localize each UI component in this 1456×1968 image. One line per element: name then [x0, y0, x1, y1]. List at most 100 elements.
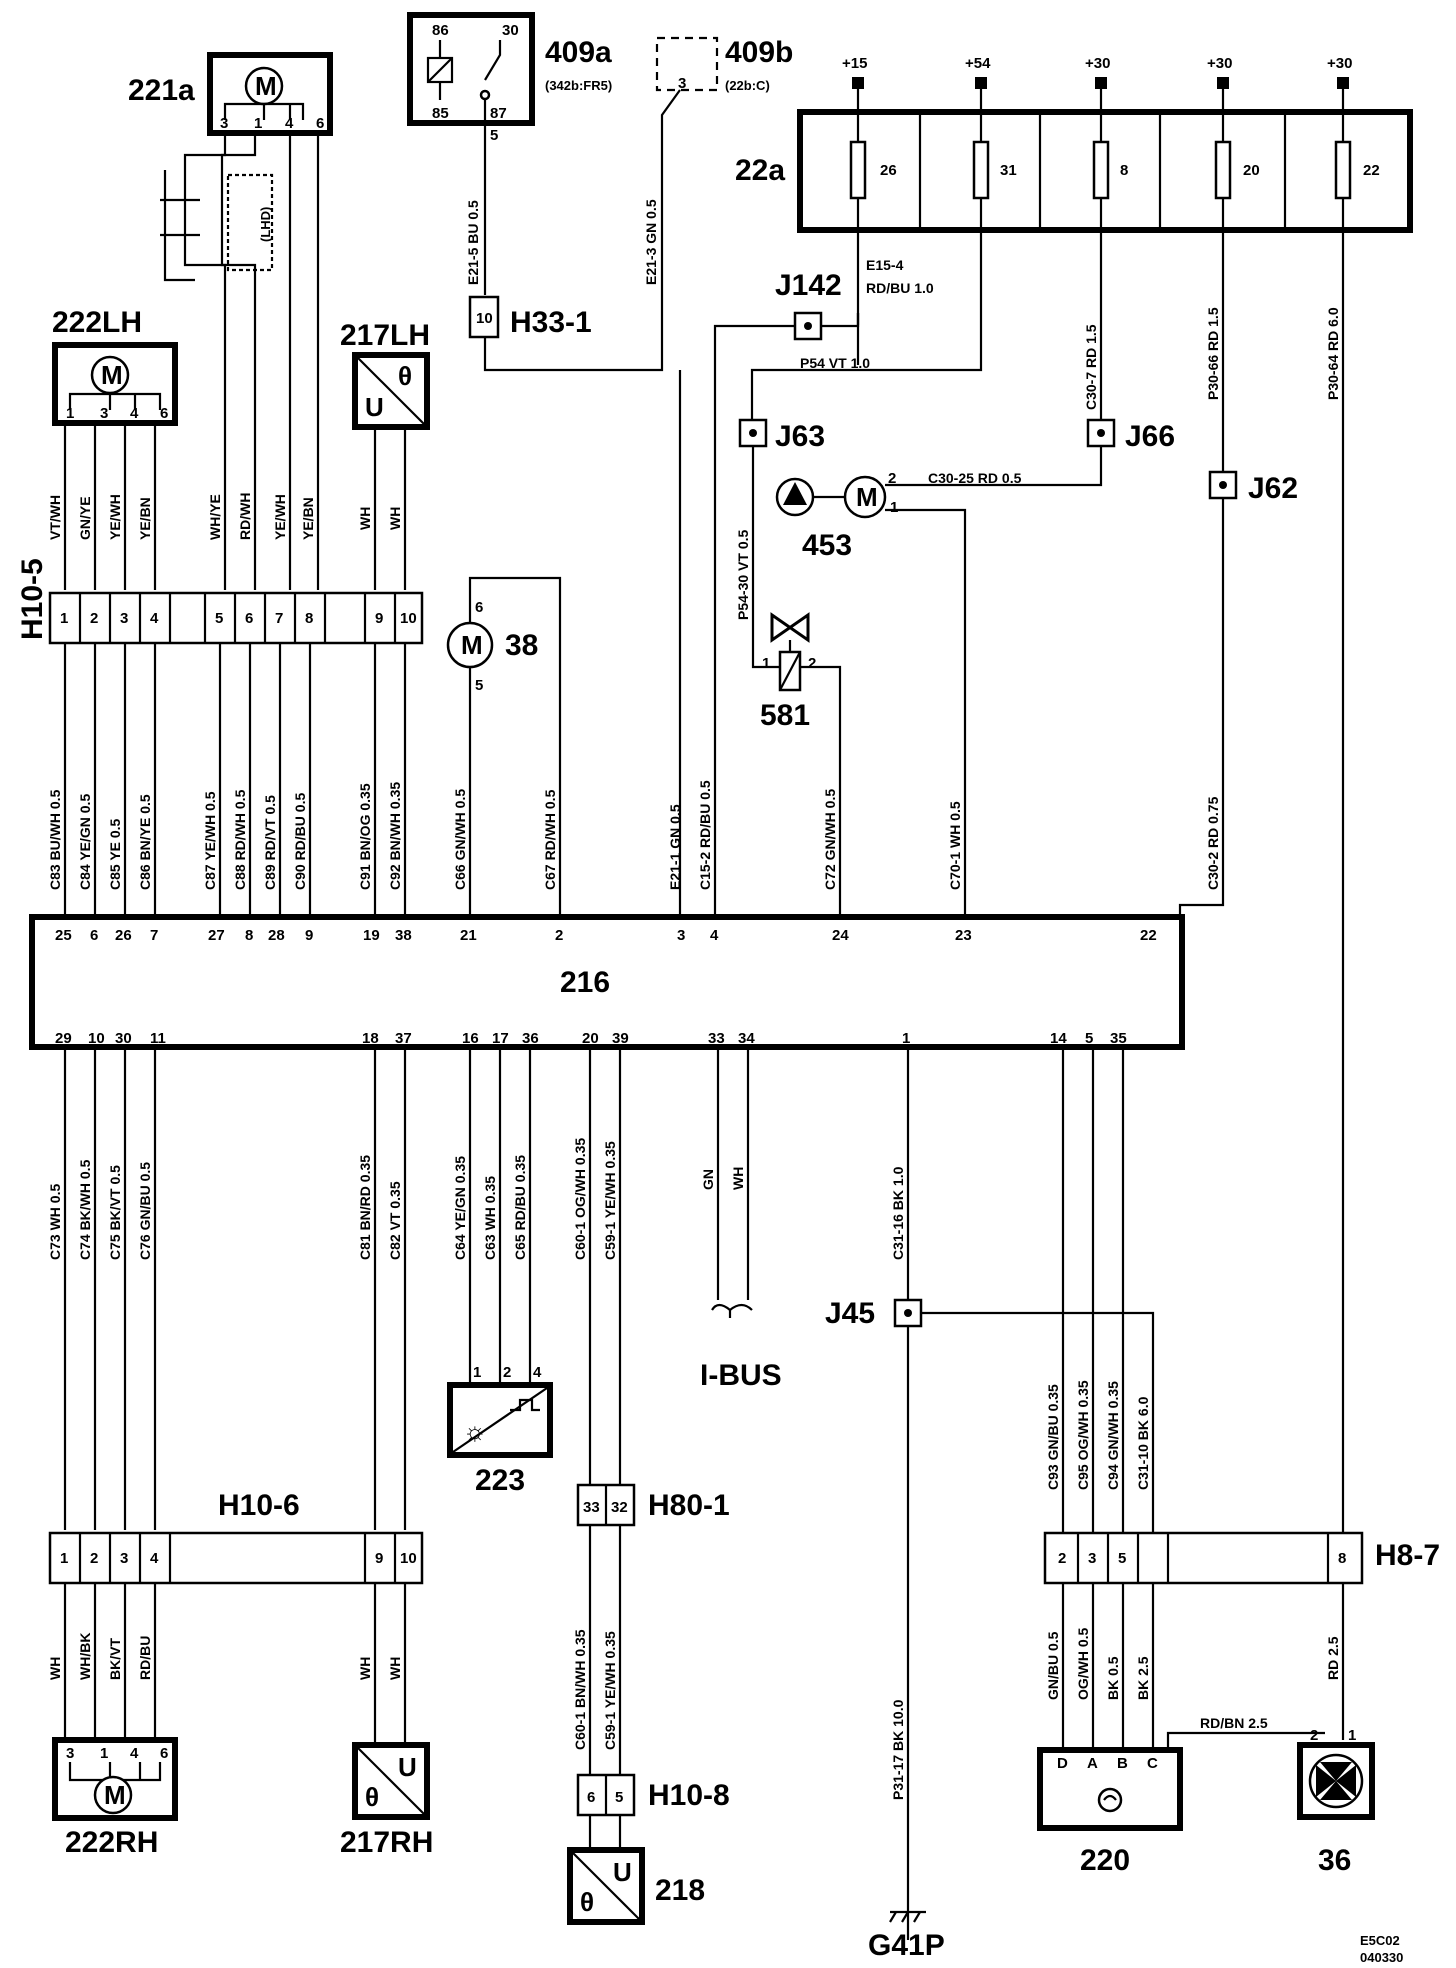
label-221a: 221a [128, 74, 195, 107]
svg-text:10: 10 [400, 610, 417, 627]
label-409b: 409b [725, 36, 793, 69]
pin: B [1117, 1755, 1128, 1772]
label-222lh: 222LH [52, 306, 142, 339]
label-g41p: G41P [868, 1929, 945, 1962]
wire-e21-5: E21-5 BU 0.5 [465, 200, 481, 285]
ecu-top-pins: 25 6 26 7 27 8 28 9 19 38 21 2 3 4 24 23… [55, 927, 1157, 944]
svg-text:U: U [365, 392, 384, 422]
svg-text:1: 1 [60, 610, 68, 627]
ecu-bottom-pins: 29 10 30 11 18 37 16 17 36 20 39 33 34 1… [55, 1030, 1127, 1047]
svg-text:2: 2 [555, 927, 563, 944]
label-36: 36 [1318, 1844, 1351, 1877]
label-h10-8: H10-8 [648, 1779, 730, 1812]
svg-text:C63 WH 0.35: C63 WH 0.35 [482, 1176, 498, 1260]
svg-text:25: 25 [55, 927, 72, 944]
svg-text:8: 8 [245, 927, 253, 944]
label-409b-sub: (22b:C) [725, 78, 770, 93]
connector-h10-6 [48, 1531, 424, 1585]
control-module-216 [29, 914, 1185, 1050]
svg-text:C87 YE/WH 0.5: C87 YE/WH 0.5 [202, 791, 218, 890]
fuses: +15 26 +54 31 +30 8 +30 20 +30 22 [842, 55, 1380, 1533]
svg-text:WH: WH [730, 1167, 746, 1190]
svg-text:C15-2 RD/BU 0.5: C15-2 RD/BU 0.5 [697, 780, 713, 890]
label-h10-6: H10-6 [218, 1489, 300, 1522]
label-217rh: 217RH [340, 1826, 433, 1859]
svg-text:C31-16 BK 1.0: C31-16 BK 1.0 [890, 1166, 906, 1260]
motor-221a-m: M [255, 71, 277, 101]
svg-text:+54: +54 [965, 55, 991, 72]
pin: D [1057, 1755, 1068, 1772]
pin: 2 [503, 1364, 511, 1381]
wire-e15-4: E15-4 [866, 257, 904, 273]
svg-text:18: 18 [362, 1030, 379, 1047]
svg-text:6: 6 [245, 610, 253, 627]
svg-text:22: 22 [1140, 927, 1157, 944]
pin: 6 [160, 1745, 168, 1762]
pin: 6 [160, 405, 168, 422]
label-i-bus[interactable]: I-BUS [700, 1359, 782, 1392]
svg-text:θ: θ [365, 1782, 379, 1812]
svg-text:C90 RD/BU 0.5: C90 RD/BU 0.5 [292, 793, 308, 890]
svg-text:37: 37 [395, 1030, 412, 1047]
svg-text:9: 9 [375, 610, 383, 627]
svg-text:C64 YE/GN 0.35: C64 YE/GN 0.35 [452, 1156, 468, 1260]
svg-text:4: 4 [150, 1550, 159, 1567]
pin: 1 [254, 115, 262, 132]
wire-c30-25: C30-25 RD 0.5 [928, 470, 1022, 486]
svg-text:C81 BN/RD 0.35: C81 BN/RD 0.35 [357, 1155, 373, 1260]
label-j66: J66 [1125, 420, 1175, 453]
relay-409a [407, 12, 535, 126]
motor-222lh-m: M [101, 360, 123, 390]
pin: 86 [432, 22, 449, 39]
h8-7-bottom-labels: GN/BU 0.5 OG/WH 0.5 BK 0.5 BK 2.5 RD 2.5 [1045, 1627, 1341, 1700]
svg-text:4: 4 [710, 927, 719, 944]
label-581: 581 [760, 699, 810, 732]
valve-581-symbol [770, 612, 810, 643]
svg-text:9: 9 [305, 927, 313, 944]
svg-text:C83 BU/WH 0.5: C83 BU/WH 0.5 [47, 789, 63, 890]
junction-j63 [738, 418, 768, 448]
svg-text:C88 RD/WH 0.5: C88 RD/WH 0.5 [232, 789, 248, 890]
upper-wire-labels: VT/WH GN/YE YE/WH YE/BN WH/YE RD/WH YE/W… [47, 493, 403, 540]
svg-text:GN/YE: GN/YE [77, 496, 93, 540]
wire-c60-1-bottom: C60-1 BN/WH 0.35 [572, 1629, 588, 1750]
svg-text:7: 7 [150, 927, 158, 944]
pin: 85 [432, 105, 449, 122]
svg-text:35: 35 [1110, 1030, 1127, 1047]
svg-text:VT/WH: VT/WH [47, 495, 63, 540]
h8-7-pins: 2 3 5 8 [1058, 1533, 1346, 1583]
svg-text:1: 1 [902, 1030, 910, 1047]
label-22a: 22a [735, 154, 785, 187]
svg-text:5: 5 [1085, 1030, 1093, 1047]
pin: 1 [66, 405, 74, 422]
pin: 6 [475, 599, 483, 616]
svg-text:C59-1 YE/WH 0.35: C59-1 YE/WH 0.35 [602, 1141, 618, 1260]
svg-text:10: 10 [88, 1030, 105, 1047]
svg-text:2: 2 [90, 1550, 98, 1567]
svg-text:C65 RD/BU 0.35: C65 RD/BU 0.35 [512, 1155, 528, 1260]
svg-text:19: 19 [363, 927, 380, 944]
svg-text:C73 WH 0.5: C73 WH 0.5 [47, 1184, 63, 1260]
pin: 4 [285, 115, 294, 132]
svg-text:C82 VT 0.35: C82 VT 0.35 [387, 1181, 403, 1260]
pin: 30 [502, 22, 519, 39]
svg-text:36: 36 [522, 1030, 539, 1047]
svg-text:1: 1 [60, 1550, 68, 1567]
svg-text:5: 5 [215, 610, 223, 627]
svg-text:RD/WH: RD/WH [237, 493, 253, 540]
svg-text:C72 GN/WH 0.5: C72 GN/WH 0.5 [822, 789, 838, 890]
pin: 1 [762, 655, 770, 672]
svg-text:C70-1 WH 0.5: C70-1 WH 0.5 [947, 801, 963, 890]
wire-e15-4-b: RD/BU 1.0 [866, 280, 934, 296]
label-j63: J63 [775, 420, 825, 453]
pin: 6 [587, 1789, 595, 1806]
label-38: 38 [505, 629, 538, 662]
svg-text:17: 17 [492, 1030, 509, 1047]
wire-p30-66: P30-66 RD 1.5 [1205, 307, 1221, 400]
h10-6-bottom-labels: WH WH/BK BK/VT RD/BU WH WH [47, 1633, 403, 1680]
svg-text:RD/BU: RD/BU [137, 1636, 153, 1680]
svg-text:C75 BK/VT 0.5: C75 BK/VT 0.5 [107, 1165, 123, 1260]
svg-text:θ: θ [398, 361, 412, 391]
pin: 32 [611, 1499, 628, 1516]
pin: 5 [615, 1789, 623, 1806]
